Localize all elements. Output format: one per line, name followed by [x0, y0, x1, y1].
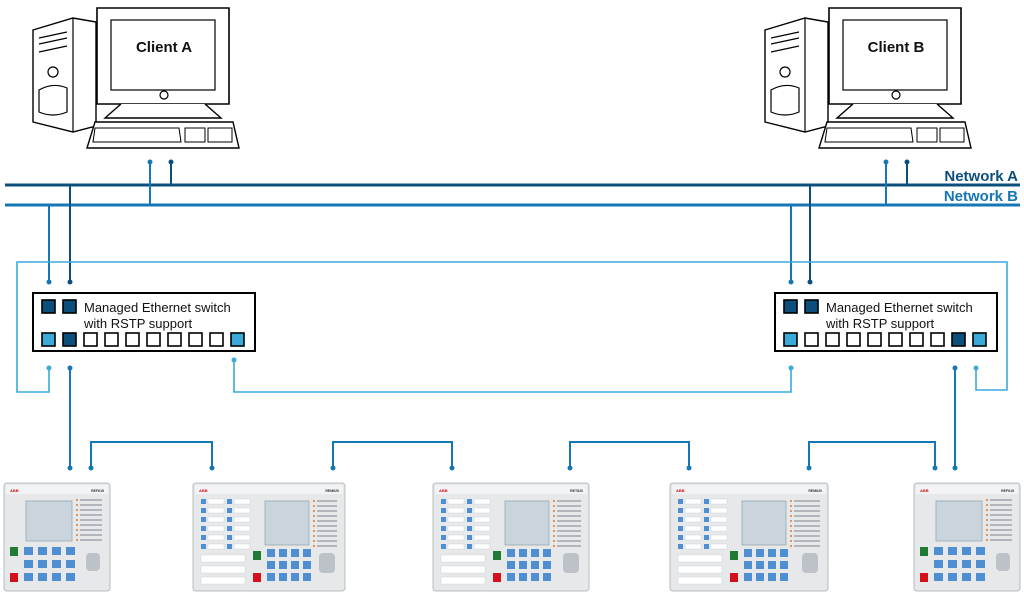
protection-relay: ABB REM620	[192, 482, 346, 592]
switch-port	[188, 332, 203, 347]
protection-relay-icon	[913, 482, 1021, 592]
ied-model: REF615	[91, 489, 104, 493]
ied-connection-dots	[67, 365, 958, 471]
protection-relay: ABB REF615	[3, 482, 111, 592]
desktop-computer-icon	[764, 7, 972, 149]
switch-port	[804, 332, 819, 347]
client-label: Client A	[136, 39, 192, 56]
switch-label-line1: Managed Ethernet switch	[826, 300, 973, 315]
client-computer: Client A	[32, 7, 240, 149]
switch-port	[230, 332, 245, 347]
switch-port	[83, 332, 98, 347]
protection-relay: ABB RET620	[432, 482, 590, 592]
switch-port	[804, 299, 819, 314]
switch-port	[783, 332, 798, 347]
switch-port	[104, 332, 119, 347]
ied-connections	[69, 368, 956, 468]
protection-relay-icon	[432, 482, 590, 592]
protection-relay-icon	[192, 482, 346, 592]
switch-port	[41, 332, 56, 347]
switch-port	[167, 332, 182, 347]
switch-port	[909, 332, 924, 347]
rstp-ring-dots	[46, 357, 979, 371]
protection-relay: ABB REF615	[913, 482, 1021, 592]
ieds: ABB REF615 ABB REM620 ABB RET620 ABB REM620 ABB R…	[3, 482, 1021, 592]
desktop-computer-icon	[32, 7, 240, 149]
ied-model: REF615	[1001, 489, 1014, 493]
switch-label-line1: Managed Ethernet switch	[84, 300, 231, 315]
switch-label-line2: with RSTP support	[83, 316, 193, 331]
switch-port	[209, 332, 224, 347]
ied-model: REM620	[808, 489, 822, 493]
protection-relay: ABB REM620	[669, 482, 829, 592]
switch-port	[930, 332, 945, 347]
ied-model: REM620	[325, 489, 339, 493]
switch-port	[825, 332, 840, 347]
client-connections	[149, 162, 908, 205]
switch-port	[62, 332, 77, 347]
switch-port	[846, 332, 861, 347]
switch-port	[146, 332, 161, 347]
client-computer: Client B	[764, 7, 972, 149]
network-a-label: Network A	[944, 168, 1018, 185]
clients: Client A Client B	[32, 7, 972, 149]
protection-relay-icon	[669, 482, 829, 592]
ied-brand: ABB	[676, 488, 685, 493]
switch-port	[783, 299, 798, 314]
switch-port	[867, 332, 882, 347]
rstp-ring	[16, 261, 1008, 393]
network-b-label: Network B	[944, 188, 1018, 205]
ied-brand: ABB	[920, 488, 929, 493]
switch-port	[951, 332, 966, 347]
client-connection-dots	[147, 159, 910, 165]
switch-port	[125, 332, 140, 347]
ied-model: RET620	[570, 489, 583, 493]
switch-port	[41, 299, 56, 314]
switch-port	[62, 299, 77, 314]
ied-brand: ABB	[439, 488, 448, 493]
switch-port	[972, 332, 987, 347]
ied-brand: ABB	[199, 488, 208, 493]
switch-uplinks	[48, 185, 811, 282]
protection-relay-icon	[3, 482, 111, 592]
ied-brand: ABB	[10, 488, 19, 493]
switch-label-line2: with RSTP support	[825, 316, 935, 331]
switch-uplink-dots	[46, 279, 813, 285]
switch-port	[888, 332, 903, 347]
client-label: Client B	[868, 39, 925, 56]
